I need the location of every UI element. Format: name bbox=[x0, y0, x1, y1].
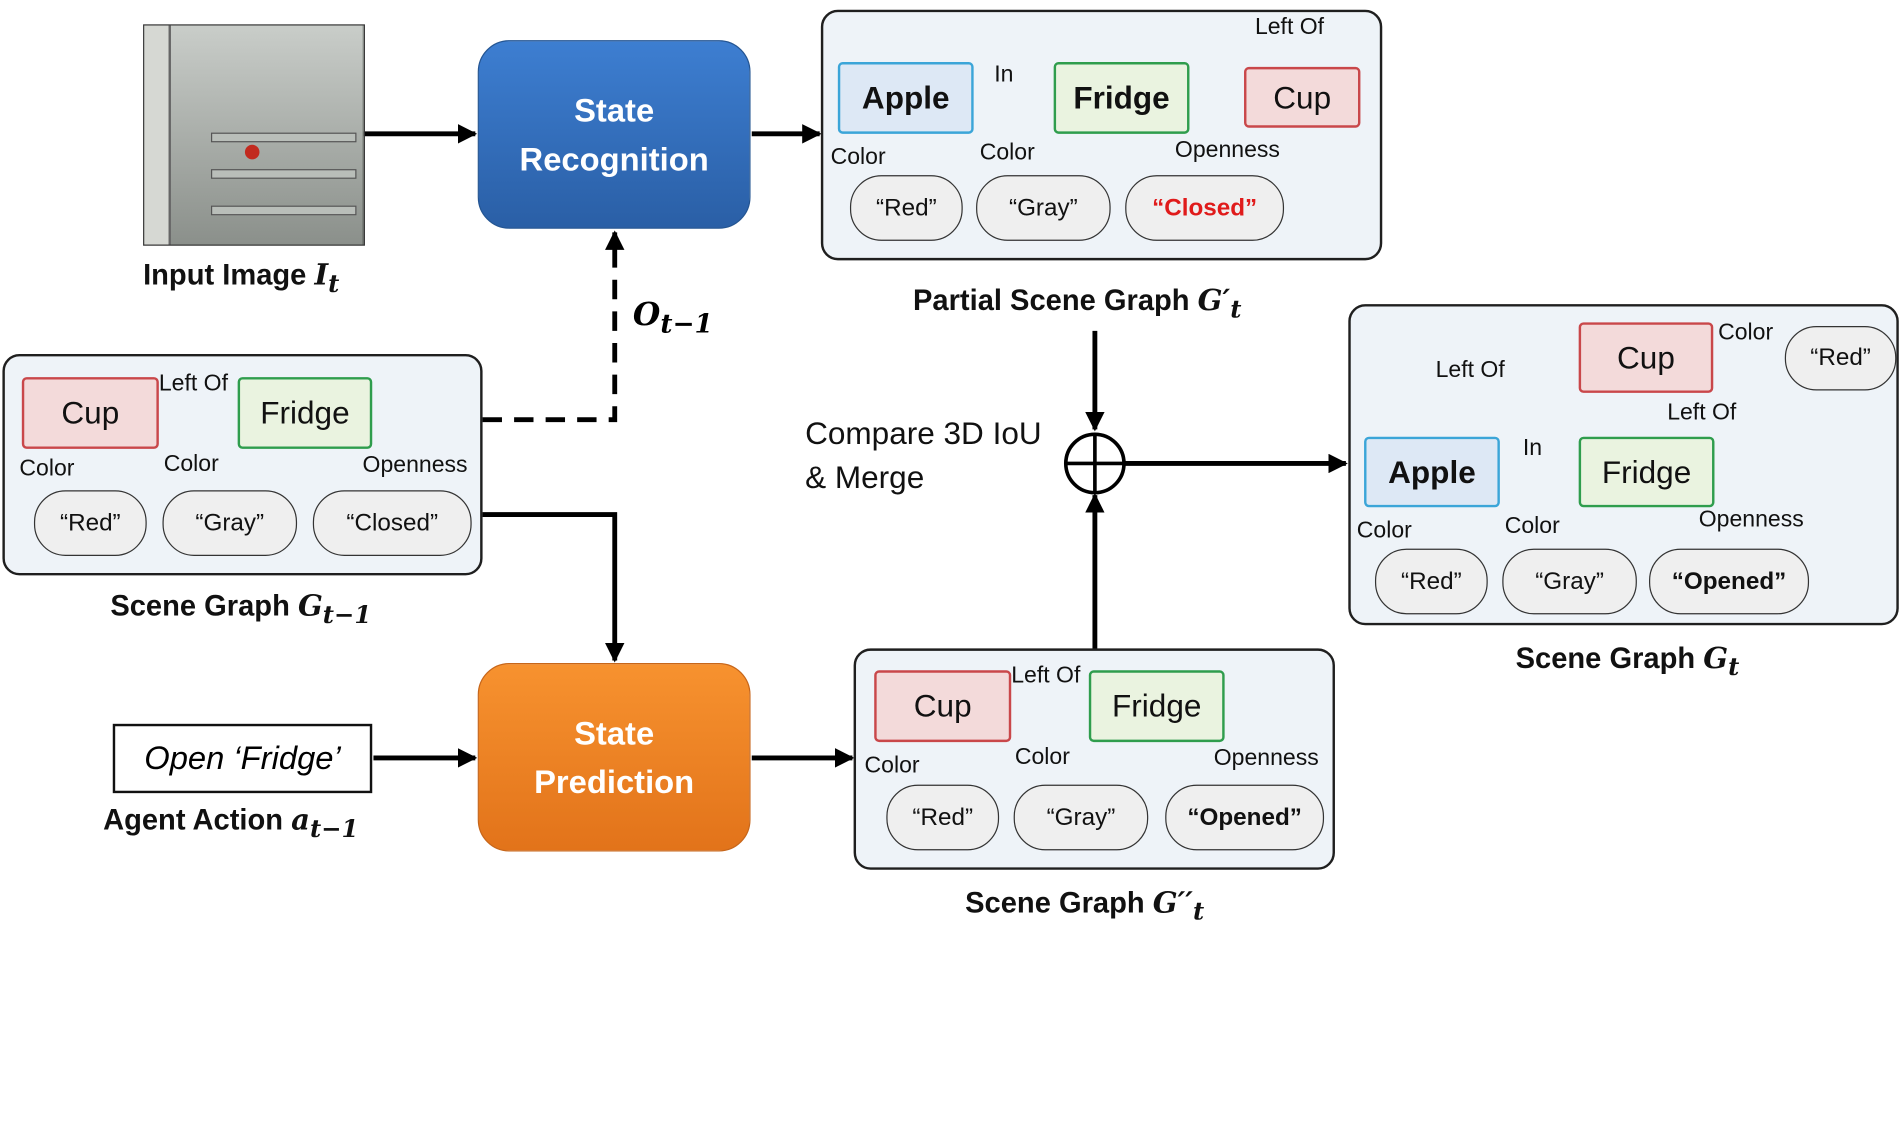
prev-node-cup: Cup bbox=[21, 377, 159, 449]
state-prediction-line1: State bbox=[574, 714, 655, 752]
pred-value-red: “Red” bbox=[886, 784, 1000, 851]
fridge-shelf bbox=[210, 205, 357, 216]
partial-label-color-apple: Color bbox=[830, 144, 886, 171]
pred-node-fridge: Fridge bbox=[1088, 670, 1225, 743]
arrow-prev-graph-to-prediction bbox=[482, 512, 625, 663]
final-label-leftof-fridge: Left Of bbox=[1667, 400, 1737, 426]
pred-value-gray: “Gray” bbox=[1013, 784, 1149, 851]
final-label-in: In bbox=[1522, 435, 1543, 462]
final-label-color-cup: Color bbox=[1718, 319, 1774, 346]
final-label-openness: Openness bbox=[1698, 507, 1804, 533]
merge-text: Compare 3D IoU & Merge bbox=[805, 411, 1042, 499]
partial-node-apple: Apple bbox=[837, 62, 974, 134]
agent-action-caption: Agent Action at−1 bbox=[103, 801, 359, 843]
pred-label-leftof: Left Of bbox=[1011, 662, 1081, 689]
merge-text-line1: Compare 3D IoU bbox=[805, 414, 1042, 452]
final-label-leftof-apple: Left Of bbox=[1435, 357, 1505, 384]
final-node-apple: Apple bbox=[1364, 436, 1500, 508]
partial-label-openness: Openness bbox=[1174, 137, 1280, 164]
fridge-shelf bbox=[210, 132, 357, 143]
apple-object bbox=[244, 144, 260, 160]
final-value-opened: “Opened” bbox=[1649, 548, 1810, 615]
partial-value-red: “Red” bbox=[849, 175, 963, 241]
pred-scene-graph-caption: Scene Graph G′′t bbox=[965, 884, 1205, 926]
pred-label-color-fridge: Color bbox=[1014, 744, 1070, 771]
state-prediction-line2: Prediction bbox=[534, 763, 695, 800]
final-value-cup-red: “Red” bbox=[1784, 326, 1897, 391]
partial-value-closed: “Closed” bbox=[1125, 175, 1285, 241]
dashed-arrow-observation bbox=[482, 230, 625, 423]
input-image-caption: Input Image It bbox=[143, 256, 340, 298]
final-value-gray: “Gray” bbox=[1502, 548, 1637, 615]
partial-label-color-fridge: Color bbox=[979, 139, 1035, 166]
partial-label-in: In bbox=[994, 62, 1014, 88]
final-node-cup: Cup bbox=[1578, 322, 1714, 393]
partial-node-cup: Cup bbox=[1244, 66, 1361, 128]
state-prediction-block: State Prediction bbox=[477, 662, 751, 852]
final-value-red: “Red” bbox=[1374, 548, 1488, 615]
partial-scene-graph-caption: Partial Scene Graph G′t bbox=[913, 282, 1242, 324]
prev-label-color-cup: Color bbox=[19, 456, 75, 482]
prev-value-closed: “Closed” bbox=[312, 490, 472, 556]
prev-value-red: “Red” bbox=[33, 490, 147, 556]
prev-label-leftof: Left Of bbox=[158, 371, 228, 397]
prev-label-color-fridge: Color bbox=[163, 451, 219, 477]
final-scene-graph-caption: Scene Graph Gt bbox=[1515, 639, 1740, 681]
pred-node-cup: Cup bbox=[874, 670, 1012, 743]
fridge-door bbox=[144, 25, 171, 245]
pred-label-openness: Openness bbox=[1213, 745, 1319, 772]
final-node-fridge: Fridge bbox=[1578, 436, 1715, 508]
prev-scene-graph-caption: Scene Graph Gt−1 bbox=[110, 587, 372, 629]
fridge-shelf bbox=[210, 169, 357, 179]
partial-label-leftof: Left Of bbox=[1254, 14, 1325, 41]
prev-node-fridge: Fridge bbox=[237, 377, 373, 449]
final-label-color-apple: Color bbox=[1356, 518, 1412, 544]
merge-text-line2: & Merge bbox=[805, 458, 925, 496]
state-recognition-line1: State bbox=[574, 91, 655, 129]
partial-node-fridge: Fridge bbox=[1053, 62, 1190, 134]
prev-label-openness: Openness bbox=[362, 452, 468, 479]
observation-label: Ot−1 bbox=[632, 296, 713, 340]
agent-action-box: Open ‘Fridge’ bbox=[112, 723, 373, 794]
final-label-color-fridge: Color bbox=[1504, 513, 1560, 539]
pred-label-color-cup: Color bbox=[864, 753, 920, 779]
state-recognition-line2: Recognition bbox=[519, 140, 709, 178]
input-image bbox=[143, 24, 365, 246]
state-recognition-block: State Recognition bbox=[477, 40, 751, 229]
pred-value-opened: “Opened” bbox=[1165, 784, 1325, 851]
circle-plus-icon bbox=[1063, 432, 1126, 495]
prev-value-gray: “Gray” bbox=[162, 490, 298, 556]
partial-value-gray: “Gray” bbox=[976, 175, 1111, 241]
